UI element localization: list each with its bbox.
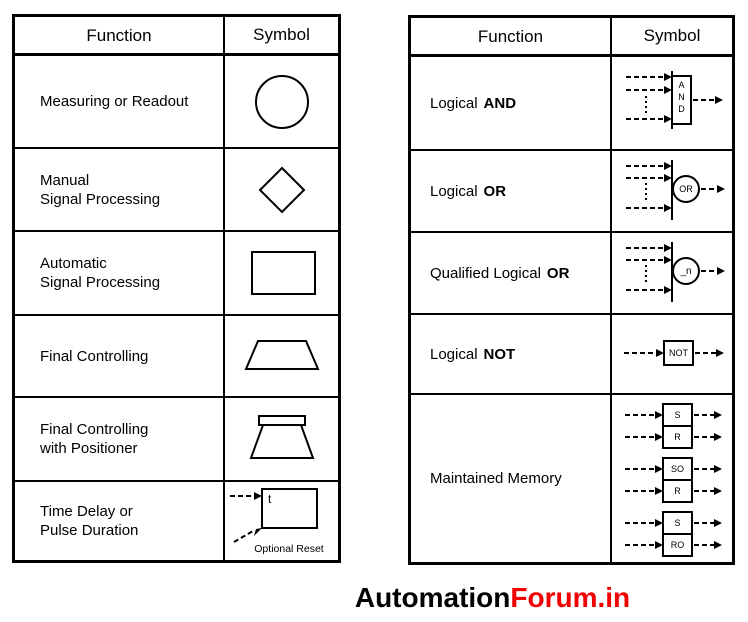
function-label: Measuring or Readout xyxy=(15,56,225,147)
table-row: Maintained Memory S R xyxy=(411,393,732,562)
svg-text:RO: RO xyxy=(671,540,685,550)
svg-text:t: t xyxy=(268,492,272,506)
svg-text:N: N xyxy=(678,92,685,102)
function-label: Maintained Memory xyxy=(411,395,612,562)
table-row: Final Controlling xyxy=(15,314,338,396)
svg-text:S: S xyxy=(674,518,680,528)
brand-forum-in: Forum.in xyxy=(510,582,631,613)
brand-wordmark: AutomationForum.in xyxy=(350,582,635,614)
svg-text:NOT: NOT xyxy=(669,348,689,358)
table-row: Measuring or Readout xyxy=(15,56,338,147)
time-delay-symbol: t Optional Reset xyxy=(230,488,324,555)
logical-and-symbol: A N D xyxy=(626,71,723,129)
brand-automation: Automation xyxy=(354,582,511,613)
left-symbol-table: Function Symbol Measuring or Readout Man… xyxy=(12,14,341,563)
logical-not-symbol: NOT xyxy=(624,340,724,366)
svg-text:D: D xyxy=(678,104,685,114)
svg-text:R: R xyxy=(674,486,681,496)
svg-text:S: S xyxy=(674,410,680,420)
left-header-symbol: Symbol xyxy=(253,25,310,44)
trapezoid-symbol xyxy=(244,340,320,370)
trapezoid-with-positioner-symbol xyxy=(249,415,315,459)
diamond-symbol xyxy=(258,166,306,214)
right-table-header-row: Function Symbol xyxy=(411,18,732,57)
left-header-function: Function xyxy=(15,17,225,53)
svg-text:R: R xyxy=(674,432,681,442)
logical-or-symbol: OR xyxy=(626,160,725,220)
svg-text:_n: _n xyxy=(679,266,691,277)
function-label: Final Controlling xyxy=(15,316,225,396)
qualified-or-symbol: _n xyxy=(626,242,725,302)
circle-symbol xyxy=(255,75,309,129)
maintained-memory-symbol: S R SO R xyxy=(625,403,722,557)
svg-text:Optional Reset: Optional Reset xyxy=(254,543,324,555)
right-header-symbol: Symbol xyxy=(643,26,701,45)
left-table-header-row: Function Symbol xyxy=(15,17,338,56)
svg-text:OR: OR xyxy=(679,184,693,194)
svg-text:SO: SO xyxy=(671,464,684,474)
svg-text:A: A xyxy=(678,80,684,90)
rectangle-symbol xyxy=(251,251,316,295)
right-header-function: Function xyxy=(411,18,612,54)
